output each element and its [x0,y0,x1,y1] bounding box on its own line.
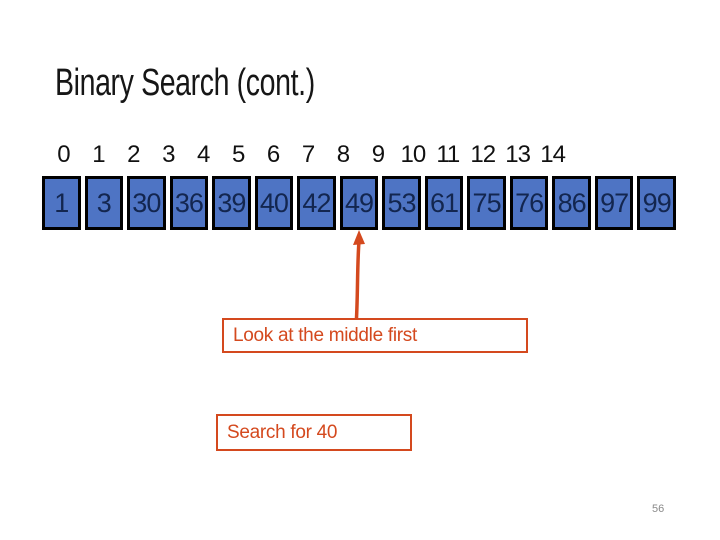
array-index-label: 10 [400,141,426,168]
array-index-label: 4 [197,141,210,168]
array-cell: 36 [169,176,209,230]
array-cell: 61 [424,176,464,230]
array-index-label: 0 [57,141,70,168]
array-index-label: 7 [301,141,315,168]
array-cell: 1 [42,176,81,230]
array-cell: 97 [594,176,634,230]
array-index-label: 6 [266,141,280,168]
page-number: 56 [652,503,665,515]
array-cell: 39 [212,176,251,230]
middle-callout: Look at the middle first [222,318,528,353]
array-index-label: 5 [231,141,245,168]
search-callout: Search for 40 [216,414,412,451]
array-cell: 42 [297,176,336,230]
array-cell: 3 [84,176,124,230]
array-index-label: 9 [371,141,385,168]
array-index-label: 3 [162,141,175,168]
array-index-label: 2 [127,141,140,168]
array-index-label: 11 [436,141,460,168]
array-cell: 30 [127,176,166,230]
array-index-label: 13 [505,141,531,168]
array-cell: 76 [509,176,549,230]
array-index-label: 14 [540,141,566,168]
array-cell: 40 [254,176,294,230]
arrow-to-middle-icon [353,230,365,329]
array-cell: 75 [467,176,506,230]
middle-callout-label: Look at the middle first [233,324,417,346]
slide-title: Binary Search (cont.) [55,62,315,104]
array-cell: 49 [339,176,379,230]
array-cell: 53 [382,176,421,230]
search-callout-label: Search for 40 [227,421,338,443]
array-index-label: 1 [92,141,105,168]
array-cell: 86 [552,176,591,230]
array-index-label: 12 [470,141,496,168]
array-index-label: 8 [336,141,350,168]
array-cell: 99 [637,176,676,230]
